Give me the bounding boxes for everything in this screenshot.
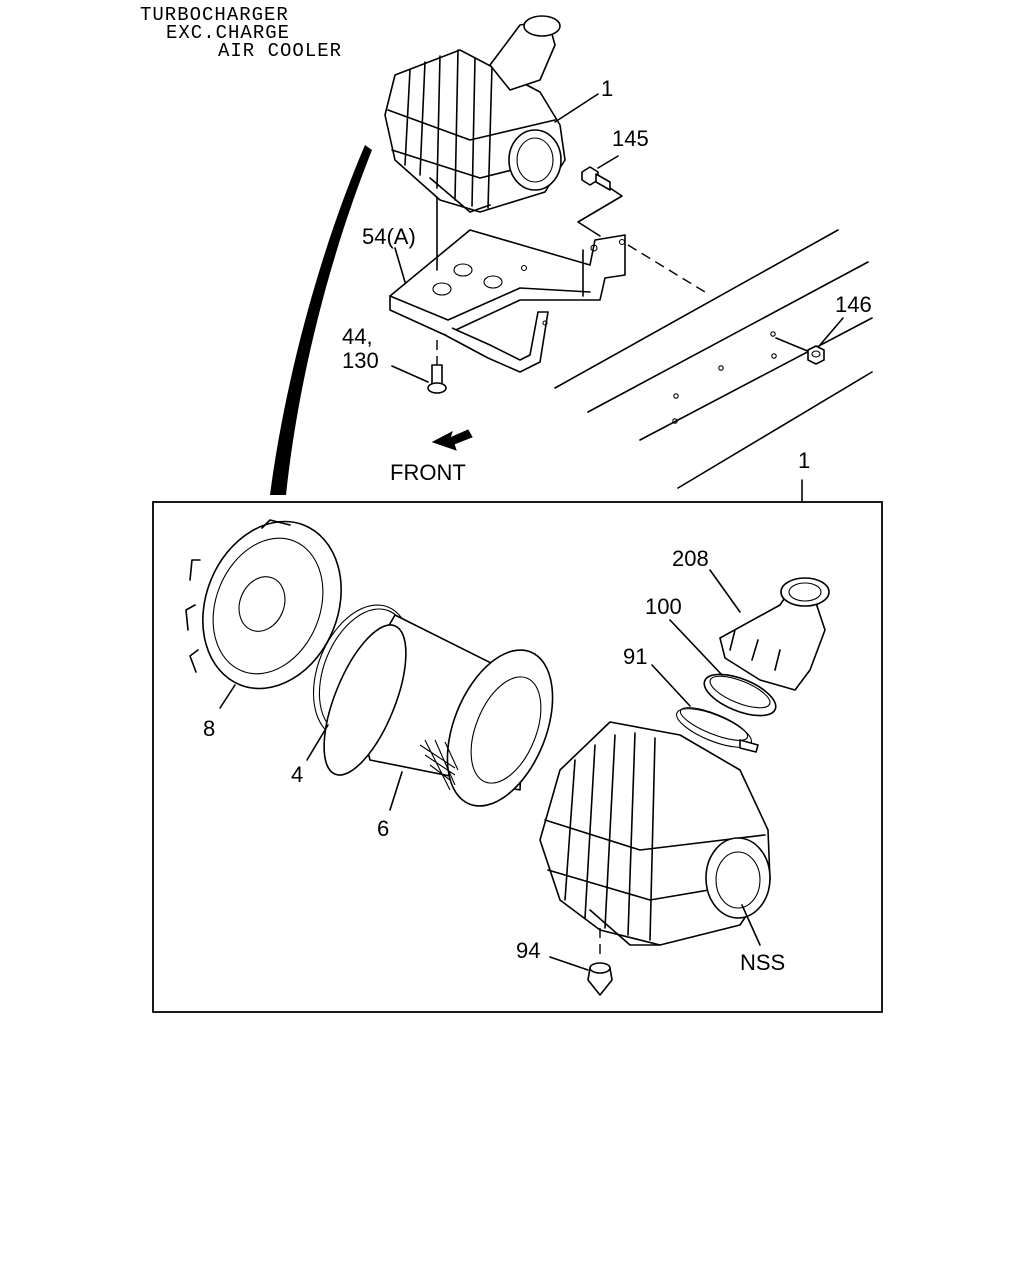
hose-208 xyxy=(719,577,830,691)
air-cleaner-body-nss xyxy=(539,721,771,946)
ring-100 xyxy=(703,673,777,717)
clamp-91 xyxy=(676,707,759,753)
chassis-frame xyxy=(554,229,873,489)
header-line-1: TURBOCHARGER xyxy=(140,4,289,26)
leader-lines xyxy=(219,93,761,946)
front-label: FRONT xyxy=(390,460,466,485)
valve-94 xyxy=(549,928,613,996)
frame-holes xyxy=(672,331,777,424)
nut-146 xyxy=(807,317,844,365)
bolt-145 xyxy=(581,155,619,191)
label-94: 94 xyxy=(516,938,540,963)
label-1-top: 1 xyxy=(601,76,613,101)
frame-line-1 xyxy=(554,229,839,389)
detail-callout-arrow xyxy=(270,145,372,495)
label-145: 145 xyxy=(612,126,649,151)
label-91: 91 xyxy=(623,644,647,669)
label-100: 100 xyxy=(645,594,682,619)
label-130: 130 xyxy=(342,348,379,373)
label-54a: 54(A) xyxy=(362,224,416,249)
frame-line-4 xyxy=(677,371,873,489)
diagram-header: TURBOCHARGER EXC.CHARGE AIR COOLER xyxy=(140,4,342,62)
detail-frame xyxy=(152,501,883,1013)
frame-line-2 xyxy=(587,261,869,413)
filter-element-6 xyxy=(323,614,554,807)
label-208: 208 xyxy=(672,546,709,571)
air-cleaner-assembly-top xyxy=(384,15,566,213)
label-4: 4 xyxy=(291,762,303,787)
bracket-54a xyxy=(389,229,626,373)
frame-line-3 xyxy=(639,317,873,441)
callout-labels: 1 145 54(A) 44, 130 146 1 8 4 6 208 100 … xyxy=(203,76,872,975)
label-6: 6 xyxy=(377,816,389,841)
label-1-detail: 1 xyxy=(798,448,810,473)
bolt-44-130 xyxy=(391,364,447,394)
label-146: 146 xyxy=(835,292,872,317)
header-line-2: EXC.CHARGE xyxy=(166,22,290,44)
cover-8 xyxy=(185,519,342,690)
label-8: 8 xyxy=(203,716,215,741)
front-arrow-icon xyxy=(431,429,473,451)
header-line-3: AIR COOLER xyxy=(218,40,342,62)
label-nss: NSS xyxy=(740,950,785,975)
label-44: 44, xyxy=(342,324,373,349)
